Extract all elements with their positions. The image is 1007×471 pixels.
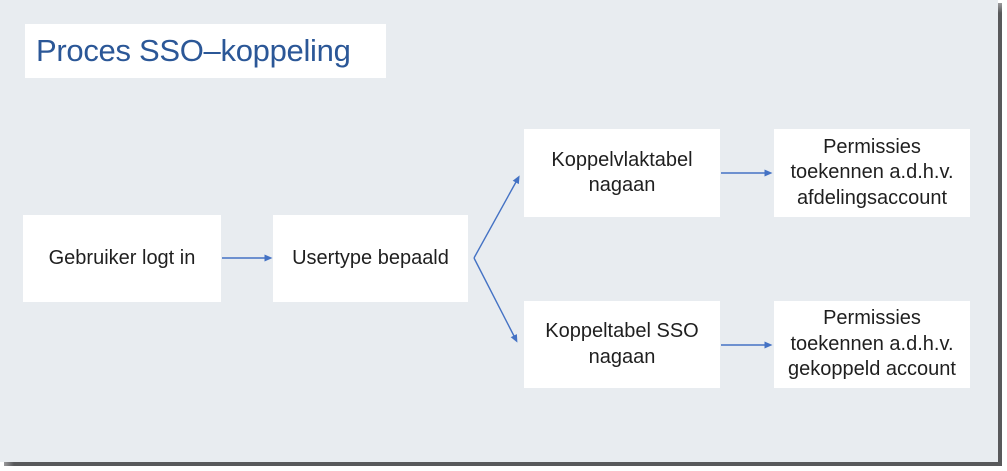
arrow-usertype-to-koppelvlaktabel [473,175,520,259]
arrow-usertype-to-koppeltabel-sso [473,257,518,343]
slide-shadow-right [998,3,1002,466]
title-box: Proces SSO–koppeling [25,24,386,78]
slide-background: Proces SSO–koppeling Gebruiker logt in U… [0,0,998,462]
node-permissies-afdelingsaccount: Permissies toekennen a.d.h.v. afdelingsa… [774,129,970,217]
node-koppeltabel-sso-nagaan: Koppeltabel SSO nagaan [524,301,720,388]
node-gebruiker-logt-in: Gebruiker logt in [23,215,221,302]
node-koppelvlaktabel-nagaan: Koppelvlaktabel nagaan [524,129,720,217]
slide-shadow-bottom [4,462,1002,466]
node-usertype-bepaald: Usertype bepaald [273,215,468,302]
node-permissies-gekoppeld-account: Permissies toekennen a.d.h.v. gekoppeld … [774,301,970,388]
slide-title: Proces SSO–koppeling [36,33,351,68]
